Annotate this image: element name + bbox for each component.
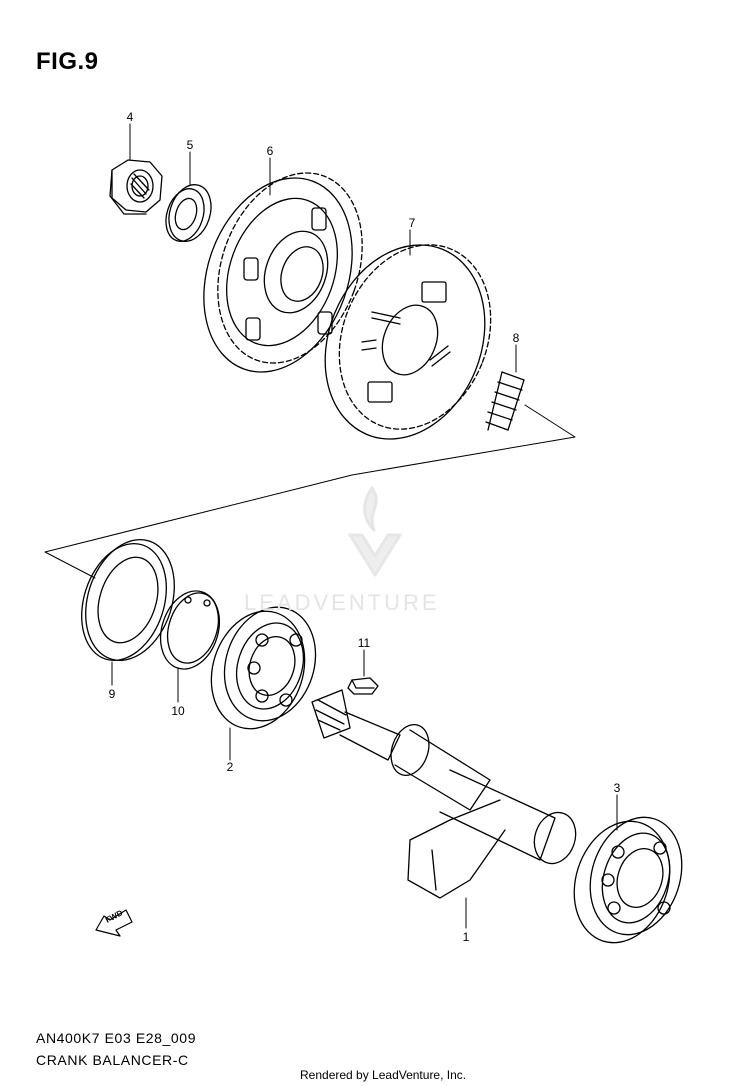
callout-9: 9: [108, 687, 116, 701]
callout-4: 4: [126, 110, 134, 124]
figure-code: AN400K7 E03 E28_009: [36, 1030, 197, 1046]
gear-six-part: [203, 172, 363, 373]
forward-arrow-icon: [95, 909, 133, 937]
callout-7: 7: [408, 216, 416, 230]
key-part: [347, 677, 379, 695]
watermark-logo: [348, 486, 402, 577]
callout-10: 10: [171, 704, 185, 718]
callout-2: 2: [226, 760, 234, 774]
watermark-text: LEADVENTURE: [244, 590, 440, 615]
callout-8: 8: [512, 331, 520, 345]
callout-5: 5: [186, 138, 194, 152]
gear-seven-part: [324, 244, 492, 440]
bearing-left-part: [210, 606, 317, 730]
spring-part: [485, 371, 525, 431]
assembly-guide-lines: [44, 404, 576, 579]
callout-1: 1: [462, 930, 470, 944]
callout-11: 11: [357, 636, 371, 650]
bearing-right-part: [573, 816, 683, 944]
callout-3: 3: [613, 781, 621, 795]
nut-part: [109, 159, 163, 215]
balancer-shaft-part: [311, 689, 577, 899]
figure-name: CRANK BALANCER-C: [36, 1052, 189, 1068]
leader-lines: [111, 123, 618, 929]
figure-title: FIG.9: [36, 48, 99, 75]
thrust-washer-part: [81, 538, 175, 662]
washer-part: [165, 184, 212, 242]
callout-6: 6: [266, 144, 274, 158]
render-credit: Rendered by LeadVenture, Inc.: [300, 1068, 467, 1082]
